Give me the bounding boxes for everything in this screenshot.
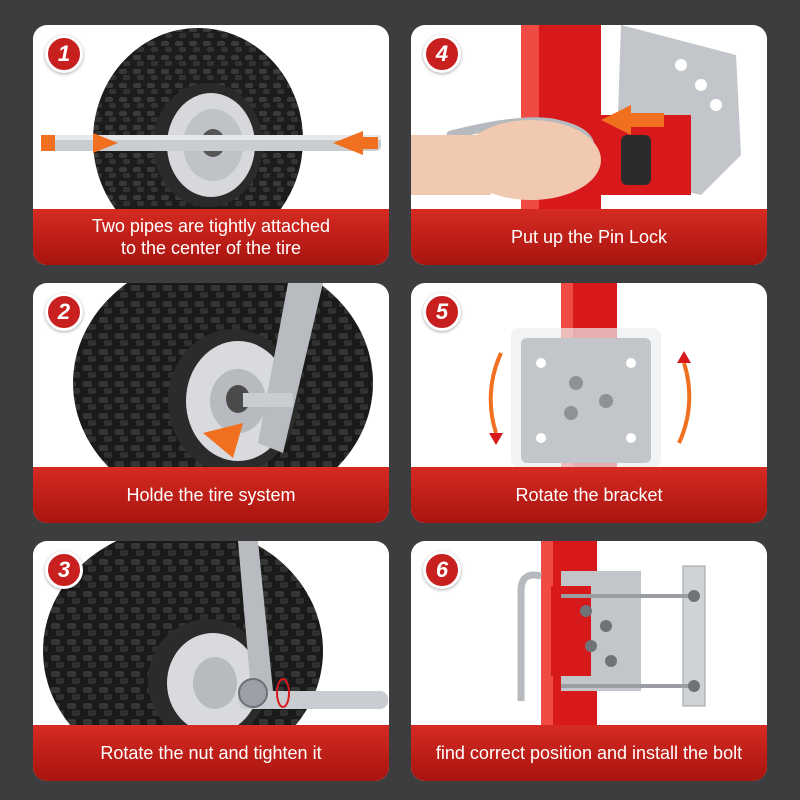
step-caption-text: Put up the Pin Lock [510,227,668,247]
tire-with-pipes-image [41,28,381,252]
step-4-card: 4 Put up the Pin Lock [411,25,767,265]
step-number-badge: 5 [423,293,461,331]
step-1-card: 1 Two pipes are tightly attached to the … [33,25,389,265]
step-number-badge: 6 [423,551,461,589]
step-2-card: 2 Holde the tire system [33,283,389,523]
step-3-card: 3 Rotate the nut and tighten it [33,541,389,781]
step-number-badge: 4 [423,35,461,73]
step-5-card: 5 Rotate the bracket [411,283,767,523]
step-number-badge: 2 [45,293,83,331]
step-caption: Holde the tire system [33,467,389,523]
step-caption: Put up the Pin Lock [411,209,767,265]
step-caption: Two pipes are tightly attached to the ce… [33,209,389,265]
step-caption-text: Rotate the bracket [515,485,663,505]
step-number-badge: 3 [45,551,83,589]
step-number-badge: 1 [45,35,83,73]
step-caption-text: Rotate the nut and tighten it [100,743,322,763]
step-6-card: 6 find correct position and install the … [411,541,767,781]
tire-nut-tightening-image [43,541,388,776]
step-caption-text: find correct position and install the bo… [435,743,743,763]
step-caption: Rotate the nut and tighten it [33,725,389,781]
rotating-bracket-image [488,283,692,523]
tire-with-bracket-image [73,283,373,513]
step-caption: find correct position and install the bo… [411,725,767,781]
step-caption-text: Holde the tire system [126,485,296,505]
step-caption-text: Two pipes are tightly attached to the ce… [91,216,331,258]
step-caption: Rotate the bracket [411,467,767,523]
